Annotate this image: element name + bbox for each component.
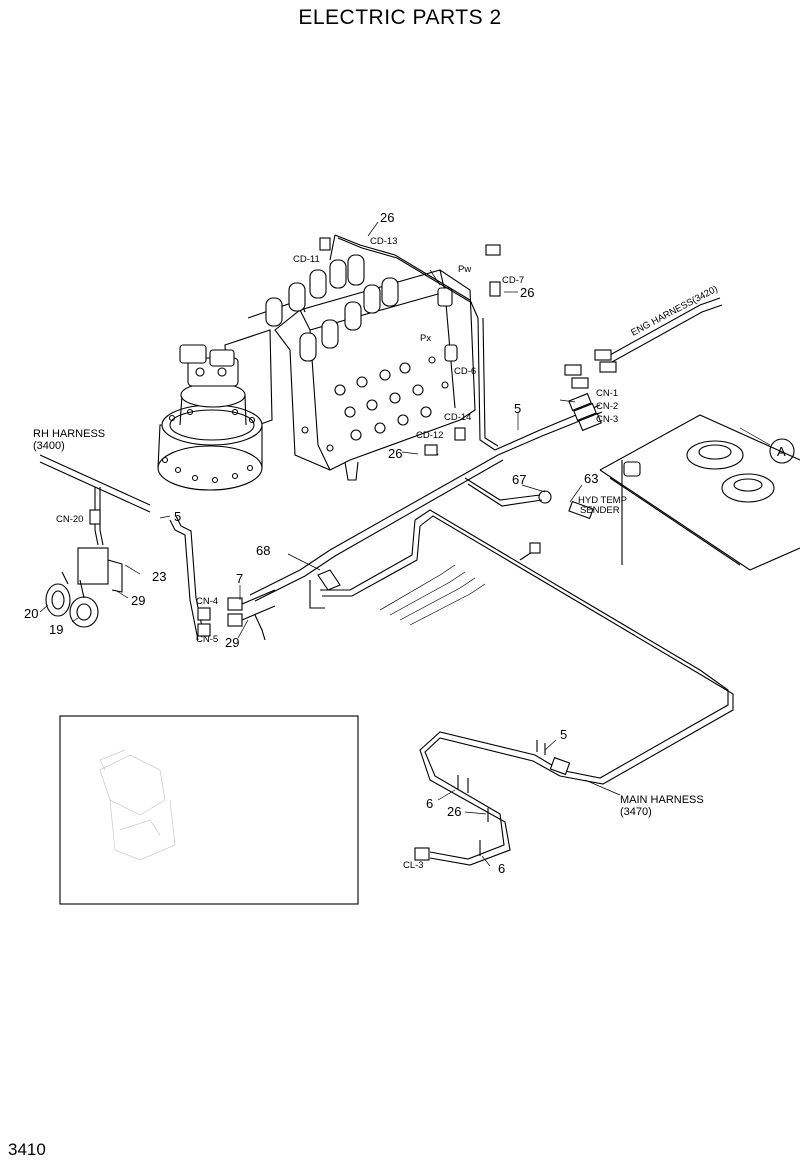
callout-numbers: 26 26 26 26 5 5 5 67 63 68 7 29 29 23 20…	[24, 210, 598, 876]
connector-label: CN-3	[596, 414, 618, 425]
connector-label: CL-3	[403, 860, 424, 871]
connector-label: CN-4	[196, 596, 218, 607]
hyd-temp-sender-label: HYD TEMP	[578, 495, 627, 506]
connector-label: CD-11	[293, 254, 320, 265]
connector-label: CN-1	[596, 388, 618, 399]
callout-23: 23	[152, 569, 166, 584]
callout-29: 29	[131, 593, 145, 608]
horn-assembly	[45, 547, 123, 628]
callout-5: 5	[560, 727, 567, 742]
connector-label: CD-7	[502, 275, 524, 286]
callout-26: 26	[388, 446, 402, 461]
page-number: 3410	[8, 1140, 46, 1159]
page-title: ELECTRIC PARTS 2	[298, 6, 502, 29]
connector-label: CD-12	[416, 430, 443, 441]
callout-63: 63	[584, 471, 598, 486]
callout-5: 5	[174, 509, 181, 524]
hyd-temp-sender-label: SENDER	[580, 505, 620, 516]
connector-labels: CD-13 CD-11 Pw CD-7 Px CD-6 CD-12 CD-14 …	[56, 236, 618, 871]
swing-motor	[157, 344, 263, 491]
callout-26: 26	[520, 285, 534, 300]
connector-label: CN-5	[196, 634, 218, 645]
harness-wiring	[39, 234, 734, 866]
connector-label: CN-20	[56, 514, 83, 525]
connector-label: CD-6	[454, 366, 476, 377]
detail-view-inset	[59, 715, 359, 905]
callout-68: 68	[256, 543, 270, 558]
main-control-valve	[224, 254, 476, 481]
callout-26: 26	[380, 210, 394, 225]
connector-label: CN-2	[596, 401, 618, 412]
callout-29: 29	[225, 635, 239, 650]
connector-label: Pw	[458, 264, 471, 275]
callout-19: 19	[49, 622, 63, 637]
callout-7: 7	[236, 571, 243, 586]
callout-20: 20	[24, 606, 38, 621]
detail-marker-letter: A	[777, 444, 786, 459]
connector-label: Px	[420, 333, 431, 344]
callout-6: 6	[498, 861, 505, 876]
rh-harness-label: RH HARNESS	[33, 428, 105, 440]
connector-label: CD-13	[370, 236, 397, 247]
callout-67: 67	[512, 472, 526, 487]
callout-6: 6	[426, 796, 433, 811]
main-harness-number: (3470)	[620, 806, 652, 818]
detail-marker	[769, 438, 795, 464]
callout-26: 26	[447, 804, 461, 819]
callout-5: 5	[514, 401, 521, 416]
rh-harness-number: (3400)	[33, 440, 65, 452]
hydraulic-tank	[599, 414, 800, 571]
main-harness-label: MAIN HARNESS	[620, 794, 704, 806]
leader-lines	[39, 221, 621, 867]
connector-label: CD-14	[444, 412, 471, 423]
